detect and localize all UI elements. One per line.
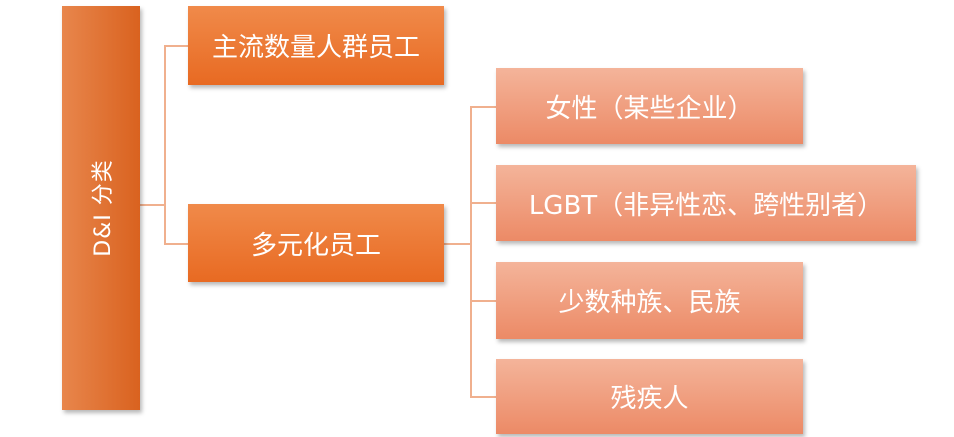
node-minorities-label: 少数种族、民族	[558, 288, 741, 318]
node-mainstream-employees: 主流数量人群员工	[188, 6, 444, 85]
connector-to-minorities	[470, 300, 496, 302]
connector-to-disabled	[470, 396, 496, 398]
node-disabled-label: 残疾人	[610, 384, 689, 414]
connector-level1-vertical	[164, 45, 166, 244]
connector-root-stub	[140, 204, 166, 206]
connector-level2-vertical	[470, 106, 472, 398]
root-node-label: D&I 分类	[91, 159, 117, 257]
connector-to-mainstream	[164, 45, 188, 47]
connector-to-women	[470, 106, 496, 108]
root-node-di-classification: D&I 分类	[62, 6, 140, 410]
connector-diverse-stub	[443, 243, 471, 245]
node-mainstream-label: 主流数量人群员工	[211, 33, 420, 63]
connector-to-lgbt	[470, 202, 496, 204]
node-lgbt-label: LGBT（非异性恋、跨性别者）	[528, 190, 884, 221]
node-women-label: 女性（某些企业）	[545, 93, 754, 124]
node-diverse-employees: 多元化员工	[188, 204, 444, 282]
node-disabled: 残疾人	[496, 359, 803, 434]
connector-to-diverse	[164, 243, 188, 245]
node-women: 女性（某些企业）	[496, 68, 803, 144]
node-ethnic-minorities: 少数种族、民族	[496, 262, 803, 339]
node-diverse-label: 多元化员工	[250, 230, 381, 261]
node-lgbt: LGBT（非异性恋、跨性别者）	[496, 165, 916, 241]
